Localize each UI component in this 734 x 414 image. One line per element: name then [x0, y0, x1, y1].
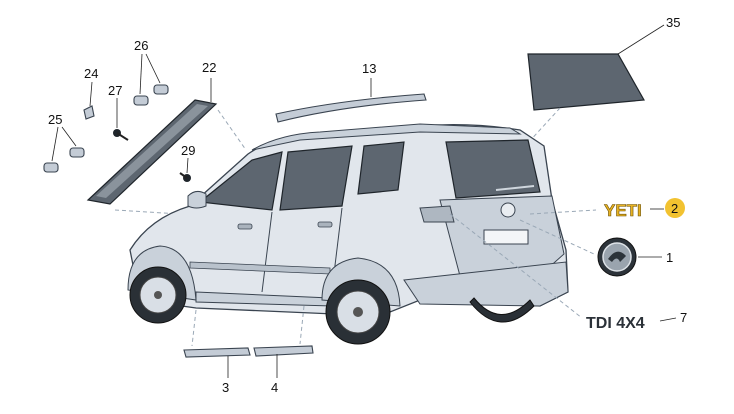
part-27-screw [113, 98, 129, 141]
part-2-yeti-badge: YETI [529, 198, 685, 220]
part-24-clip [83, 81, 95, 120]
part-26-clips [133, 53, 169, 106]
part-3-door-sill-trim [183, 309, 251, 378]
part-7-tdi-badge: TDI 4X4 [449, 213, 677, 332]
part-1-brand-emblem [519, 219, 662, 277]
part-22-pillar-trim [86, 78, 247, 215]
callout-2: 2 [671, 201, 678, 216]
callout-13: 13 [362, 61, 376, 76]
vehicle-illustration [127, 123, 569, 345]
callout-24: 24 [84, 66, 98, 81]
tdi-badge-text: TDI 4X4 [586, 315, 645, 332]
part-29-screw [179, 157, 191, 182]
callout-3: 3 [222, 380, 229, 395]
callout-7: 7 [680, 310, 687, 325]
callout-25: 25 [48, 112, 62, 127]
callout-4: 4 [271, 380, 278, 395]
yeti-badge-text: YETI [604, 201, 642, 220]
callout-29: 29 [181, 143, 195, 158]
callout-22: 22 [202, 60, 216, 75]
part-35-rear-window-glass [504, 24, 665, 169]
callout-1: 1 [666, 250, 673, 265]
part-4-door-sill-trim [253, 305, 314, 378]
callout-26: 26 [134, 38, 148, 53]
callout-35: 35 [666, 15, 680, 30]
part-25-clips [43, 126, 85, 173]
part-13-roof-rail-trim [275, 78, 427, 123]
callout-27: 27 [108, 83, 122, 98]
callout-2-highlight [665, 198, 685, 218]
